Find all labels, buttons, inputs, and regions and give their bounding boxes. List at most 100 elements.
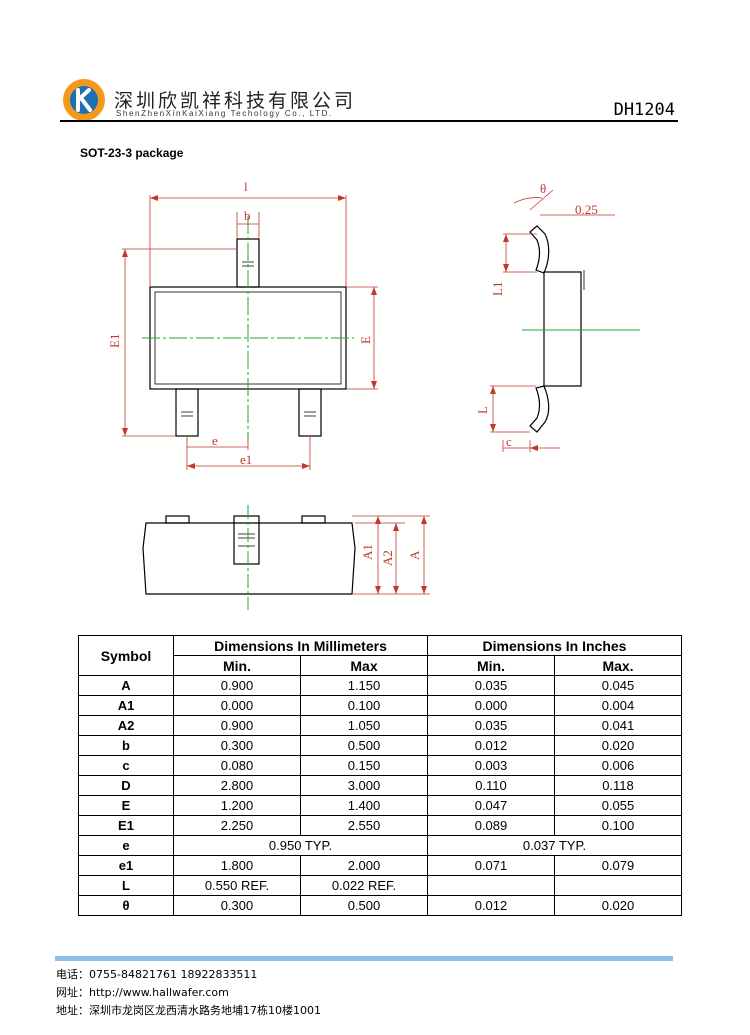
dim-label-gauge: 0.25: [575, 202, 598, 217]
row-symbol: b: [78, 735, 174, 756]
dim-label-e: e: [212, 433, 218, 448]
cell-mm-min: 0.550 REF.: [173, 875, 301, 896]
cell-mm-max: 0.500: [300, 735, 428, 756]
row-symbol: A1: [78, 695, 174, 716]
company-name-cn: 深圳欣凯祥科技有限公司: [114, 90, 357, 112]
row-symbol: c: [78, 755, 174, 776]
cell-in-max: 0.118: [554, 775, 682, 796]
dim-label-l1: L1: [490, 282, 505, 296]
cell-in-min: 0.035: [427, 715, 555, 736]
dim-label-d: l: [244, 179, 248, 194]
cell-in-max: 0.100: [554, 815, 682, 836]
cell-in-max: 0.004: [554, 695, 682, 716]
cell-mm-min: 1.200: [173, 795, 301, 816]
cell-mm-min: 0.300: [173, 735, 301, 756]
cell-mm-min: 0.300: [173, 895, 301, 916]
row-symbol: e: [78, 835, 174, 856]
cell-in-min: 0.012: [427, 895, 555, 916]
dim-label-e1: e1: [240, 452, 252, 467]
cell-in-min: 0.012: [427, 735, 555, 756]
row-symbol: e1: [78, 855, 174, 876]
top-view: [122, 195, 378, 470]
table-row: A2 0.900 1.050 0.035 0.041: [78, 715, 682, 736]
table-row: A1 0.000 0.100 0.000 0.004: [78, 695, 682, 716]
row-symbol: A2: [78, 715, 174, 736]
row-symbol: θ: [78, 895, 174, 916]
cell-in-min: [427, 875, 555, 896]
cell-mm-max: 1.050: [300, 715, 428, 736]
col-mm-min: Min.: [173, 655, 301, 676]
cell-in-max: 0.020: [554, 735, 682, 756]
side-view: [490, 189, 640, 452]
cell-in-max: [554, 875, 682, 896]
table-row: e1 1.800 2.000 0.071 0.079: [78, 855, 682, 876]
cell-mm-max: 2.550: [300, 815, 428, 836]
footer-address: 地址：深圳市龙岗区龙西清水路务地埔17栋10楼1001: [56, 1004, 321, 1017]
cell-in-min: 0.071: [427, 855, 555, 876]
cell-in-max: 0.055: [554, 795, 682, 816]
table-row: L 0.550 REF. 0.022 REF.: [78, 875, 682, 896]
dim-label-a2: A2: [380, 550, 395, 566]
table-row: E1 2.250 2.550 0.089 0.100: [78, 815, 682, 836]
table-row: D 2.800 3.000 0.110 0.118: [78, 775, 682, 796]
cell-mm-min: 2.800: [173, 775, 301, 796]
cell-in-max: 0.006: [554, 755, 682, 776]
row-symbol: E1: [78, 815, 174, 836]
cell-mm-min: 0.900: [173, 675, 301, 696]
cell-mm-max: 0.022 REF.: [300, 875, 428, 896]
cell-in-min: 0.000: [427, 695, 555, 716]
dim-label-c: c: [506, 434, 512, 449]
cell-mm-min: 0.000: [173, 695, 301, 716]
cell-in-typ: 0.037 TYP.: [427, 835, 682, 856]
cell-mm-min: 0.900: [173, 715, 301, 736]
table-row: θ 0.300 0.500 0.012 0.020: [78, 895, 682, 916]
col-symbol: Symbol: [78, 635, 174, 676]
table-row: b 0.300 0.500 0.012 0.020: [78, 735, 682, 756]
cell-mm-max: 1.150: [300, 675, 428, 696]
dim-label-a: A: [407, 550, 422, 560]
cell-mm-min: 2.250: [173, 815, 301, 836]
col-in-max: Max.: [554, 655, 682, 676]
col-group-inch: Dimensions In Inches: [427, 635, 682, 656]
dim-label-a1: A1: [360, 544, 375, 560]
cell-in-min: 0.047: [427, 795, 555, 816]
kx-logo-icon: [63, 79, 105, 121]
cell-mm-max: 0.500: [300, 895, 428, 916]
col-mm-max: Max: [300, 655, 428, 676]
cell-mm-min: 1.800: [173, 855, 301, 876]
cell-mm-typ: 0.950 TYP.: [173, 835, 428, 856]
table-row: E 1.200 1.400 0.047 0.055: [78, 795, 682, 816]
header-rule: [60, 120, 678, 122]
dim-label-e1-body: E1: [107, 334, 122, 348]
dim-label-theta: θ: [540, 181, 546, 196]
package-drawing: l b E1 E e e1 θ 0.25 L1 L c: [107, 179, 640, 610]
cell-in-max: 0.079: [554, 855, 682, 876]
table-row: e 0.950 TYP. 0.037 TYP.: [78, 835, 682, 856]
dim-label-l: L: [475, 406, 490, 414]
cell-mm-max: 0.150: [300, 755, 428, 776]
document-code: DH1204: [613, 100, 675, 120]
left-lead: [175, 388, 199, 437]
dim-label-b: b: [244, 208, 251, 223]
dim-label-e-body: E: [358, 336, 373, 344]
cell-in-max: 0.020: [554, 895, 682, 916]
front-view: [142, 505, 430, 610]
col-in-min: Min.: [427, 655, 555, 676]
footer-phone: 电话：0755-84821761 18922833511: [56, 968, 258, 981]
footer-bar: [55, 956, 673, 961]
footer-website[interactable]: 网址：http://www.hallwafer.com: [56, 986, 229, 999]
row-symbol: A: [78, 675, 174, 696]
package-title: SOT-23-3 package: [80, 146, 184, 160]
cell-in-max: 0.045: [554, 675, 682, 696]
side-view-body: [543, 271, 582, 387]
cell-in-min: 0.089: [427, 815, 555, 836]
cell-mm-max: 1.400: [300, 795, 428, 816]
col-group-mm: Dimensions In Millimeters: [173, 635, 428, 656]
dimensions-table: Symbol Dimensions In Millimeters Dimensi…: [78, 635, 682, 916]
cell-in-min: 0.110: [427, 775, 555, 796]
cell-mm-max: 2.000: [300, 855, 428, 876]
cell-in-min: 0.035: [427, 675, 555, 696]
row-symbol: L: [78, 875, 174, 896]
cell-mm-max: 3.000: [300, 775, 428, 796]
company-name-en: ShenZhenXinKaiXiang Techology Co., LTD.: [116, 109, 333, 118]
